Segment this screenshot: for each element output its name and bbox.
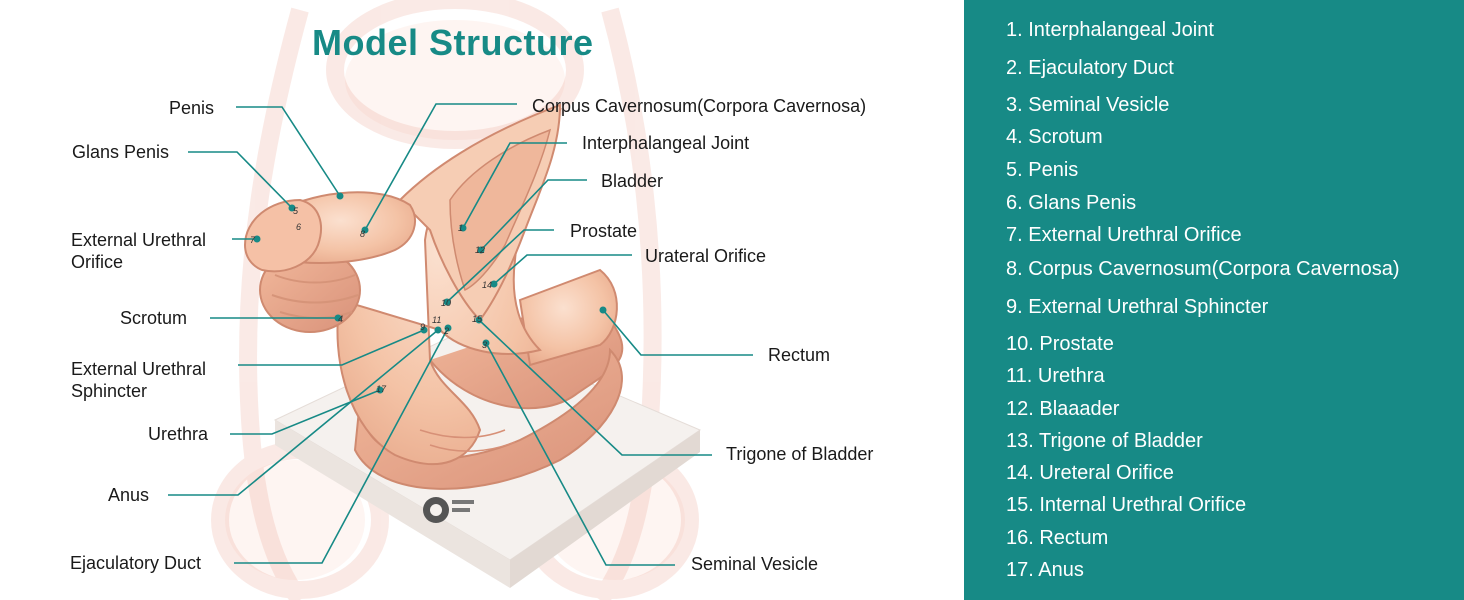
anatomy-illustration: 5 6 7 8 1 12 10 14 4 9 11 2 15 3 17 <box>168 0 753 600</box>
page-title: Model Structure <box>312 22 594 63</box>
leader-trigone-of-bladder <box>478 319 712 456</box>
leader-anus <box>168 329 439 496</box>
leader-bladder <box>480 179 587 251</box>
label-bladder: Bladder <box>601 171 664 191</box>
model-marker-number: 15 <box>472 314 483 324</box>
label-external-urethral-sphincter: External Urethral Sphincter <box>71 359 207 401</box>
legend-list: 1. Interphalangeal Joint 2. Ejaculatory … <box>964 0 1464 600</box>
legend-item: 8. Corpus Cavernosum(Corpora Cavernosa) <box>1006 258 1400 280</box>
label-rectum: Rectum <box>768 345 831 365</box>
pelvic-model <box>243 103 624 490</box>
legend-item: 3. Seminal Vesicle <box>1006 94 1170 116</box>
legend-item: 4. Scrotum <box>1006 126 1103 148</box>
model-marker-number: 4 <box>338 314 343 324</box>
model-marker-number: 17 <box>376 384 387 394</box>
legend-panel: 1. Interphalangeal Joint 2. Ejaculatory … <box>964 0 1464 600</box>
marker-dot <box>420 326 428 334</box>
marker-dots <box>253 192 607 394</box>
label-interphalangeal-joint: Interphalangeal Joint <box>582 133 750 153</box>
marker-dot <box>376 386 384 394</box>
marker-dot <box>444 324 452 332</box>
label-seminal-vesicle: Seminal Vesicle <box>691 554 819 574</box>
label-glans-penis: Glans Penis <box>72 142 170 162</box>
manufacturer-logo <box>423 497 474 523</box>
marker-dot <box>361 226 369 234</box>
model-marker-number: 12 <box>475 245 485 255</box>
legend-item: 5. Penis <box>1006 159 1079 181</box>
leader-rectum <box>602 309 753 356</box>
legend-item: 1. Interphalangeal Joint <box>1006 19 1214 41</box>
legend-item: 14. Ureteral Orifice <box>1006 462 1174 484</box>
marker-dot <box>288 204 296 212</box>
legend-item: 10. Prostate <box>1006 333 1114 355</box>
marker-dot <box>434 326 442 334</box>
model-marker-number: 9 <box>420 322 425 332</box>
legend-item: 16. Rectum <box>1006 527 1109 549</box>
label-ejaculatory-duct: Ejaculatory Duct <box>70 553 202 573</box>
legend-item: 7. External Urethral Orifice <box>1006 224 1242 246</box>
leader-ejaculatory-duct <box>234 327 449 564</box>
leader-external-urethral-sphincter <box>238 329 425 366</box>
model-marker-number: 11 <box>432 315 441 325</box>
model-marker-number: 14 <box>482 280 492 290</box>
marker-dot <box>459 224 467 232</box>
label-external-urethral-orifice: External Urethral Orifice <box>71 230 207 272</box>
background-anatomy-fill <box>225 20 685 580</box>
marker-dot <box>490 280 498 288</box>
marker-dot <box>482 339 490 347</box>
marker-dot <box>475 316 483 324</box>
leader-penis <box>236 106 341 197</box>
leader-interphalangeal-joint <box>462 142 567 229</box>
marker-dot <box>253 235 261 243</box>
leader-seminal-vesicle <box>485 342 675 566</box>
marker-dot <box>443 298 451 306</box>
label-corpus-cavernosum: Corpus Cavernosum(Corpora Cavernosa) <box>532 96 867 116</box>
label-prostate: Prostate <box>570 221 638 241</box>
model-marker-number: 2 <box>443 326 449 336</box>
legend-item: 13. Trigone of Bladder <box>1006 430 1203 452</box>
marker-dot <box>336 192 344 200</box>
leader-glans-penis <box>188 151 293 209</box>
legend-item: 11. Urethra <box>1006 365 1105 387</box>
leader-urethra <box>230 389 381 435</box>
legend-item: 9. External Urethral Sphincter <box>1006 296 1269 318</box>
legend-item: 15. Internal Urethral Orifice <box>1006 494 1247 516</box>
model-marker-number: 1 <box>458 223 463 233</box>
leader-prostate <box>446 229 554 303</box>
label-penis: Penis <box>169 98 215 118</box>
legend-item: 2. Ejaculatory Duct <box>1006 57 1174 79</box>
leader-lines <box>168 103 753 566</box>
model-marker-number: 5 <box>293 206 299 216</box>
label-scrotum: Scrotum <box>120 308 188 328</box>
model-marker-number: 7 <box>250 235 256 245</box>
model-marker-number: 8 <box>360 229 365 239</box>
leader-corpus-cavernosum <box>364 103 517 231</box>
marker-dot <box>334 314 342 322</box>
model-number-markers: 5 6 7 8 1 12 10 14 4 9 11 2 15 3 17 <box>250 206 492 394</box>
leader-urateral-orifice <box>493 254 632 285</box>
label-urethra: Urethra <box>148 424 209 444</box>
legend-item: 6. Glans Penis <box>1006 192 1137 214</box>
legend-item: 17. Anus <box>1006 559 1084 581</box>
marker-dot <box>477 246 485 254</box>
legend-item: 12. Blaaader <box>1006 398 1120 420</box>
label-urateral-orifice: Urateral Orifice <box>645 246 767 266</box>
label-trigone-of-bladder: Trigone of Bladder <box>726 444 874 464</box>
label-anus: Anus <box>108 485 150 505</box>
model-marker-number: 3 <box>482 340 487 350</box>
marker-dot <box>599 306 607 314</box>
diagram-area: 5 6 7 8 1 12 10 14 4 9 11 2 15 3 17 Mode… <box>70 0 874 600</box>
model-marker-number: 10 <box>441 298 451 308</box>
model-marker-number: 6 <box>296 222 301 232</box>
